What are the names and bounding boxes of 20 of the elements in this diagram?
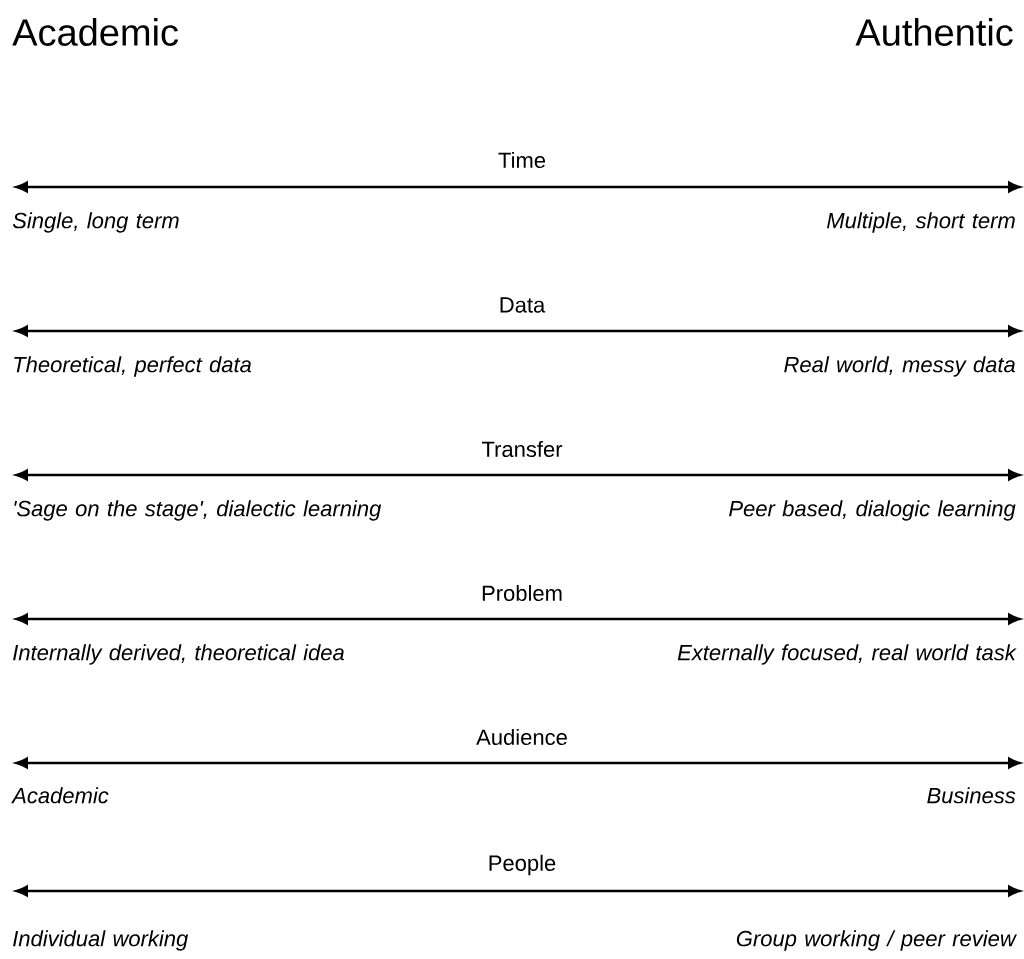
pole-label: Group working / peer review bbox=[736, 930, 1017, 951]
pole-label: Business bbox=[927, 787, 1016, 804]
pole-label: Multiple, short term bbox=[827, 212, 1015, 233]
pole-label: Internally derived, theoretical idea bbox=[13, 644, 344, 665]
axis-label: Audience bbox=[476, 728, 567, 746]
pole-label: 'Sage on the stage', dialectic learning bbox=[14, 500, 382, 521]
axis-label: Problem bbox=[482, 584, 562, 602]
pole-label: Theoretical, perfect data bbox=[14, 356, 252, 377]
axis-label: Data bbox=[500, 297, 546, 313]
pole-label: Real world, messy data bbox=[784, 356, 1015, 377]
heading: Academic bbox=[12, 18, 179, 46]
axis-label: Time bbox=[498, 151, 546, 169]
pole-label: Single, long term bbox=[12, 212, 179, 233]
pole-label: Peer based, dialogic learning bbox=[729, 500, 1016, 521]
axis-label: People bbox=[489, 854, 556, 876]
axis-label: Transfer bbox=[481, 440, 563, 458]
pole-label: Individual working bbox=[13, 930, 189, 951]
pole-label: Externally focused, real world task bbox=[677, 644, 1017, 665]
pole-label: Academic bbox=[11, 787, 109, 804]
heading: Authentic bbox=[855, 18, 1013, 46]
